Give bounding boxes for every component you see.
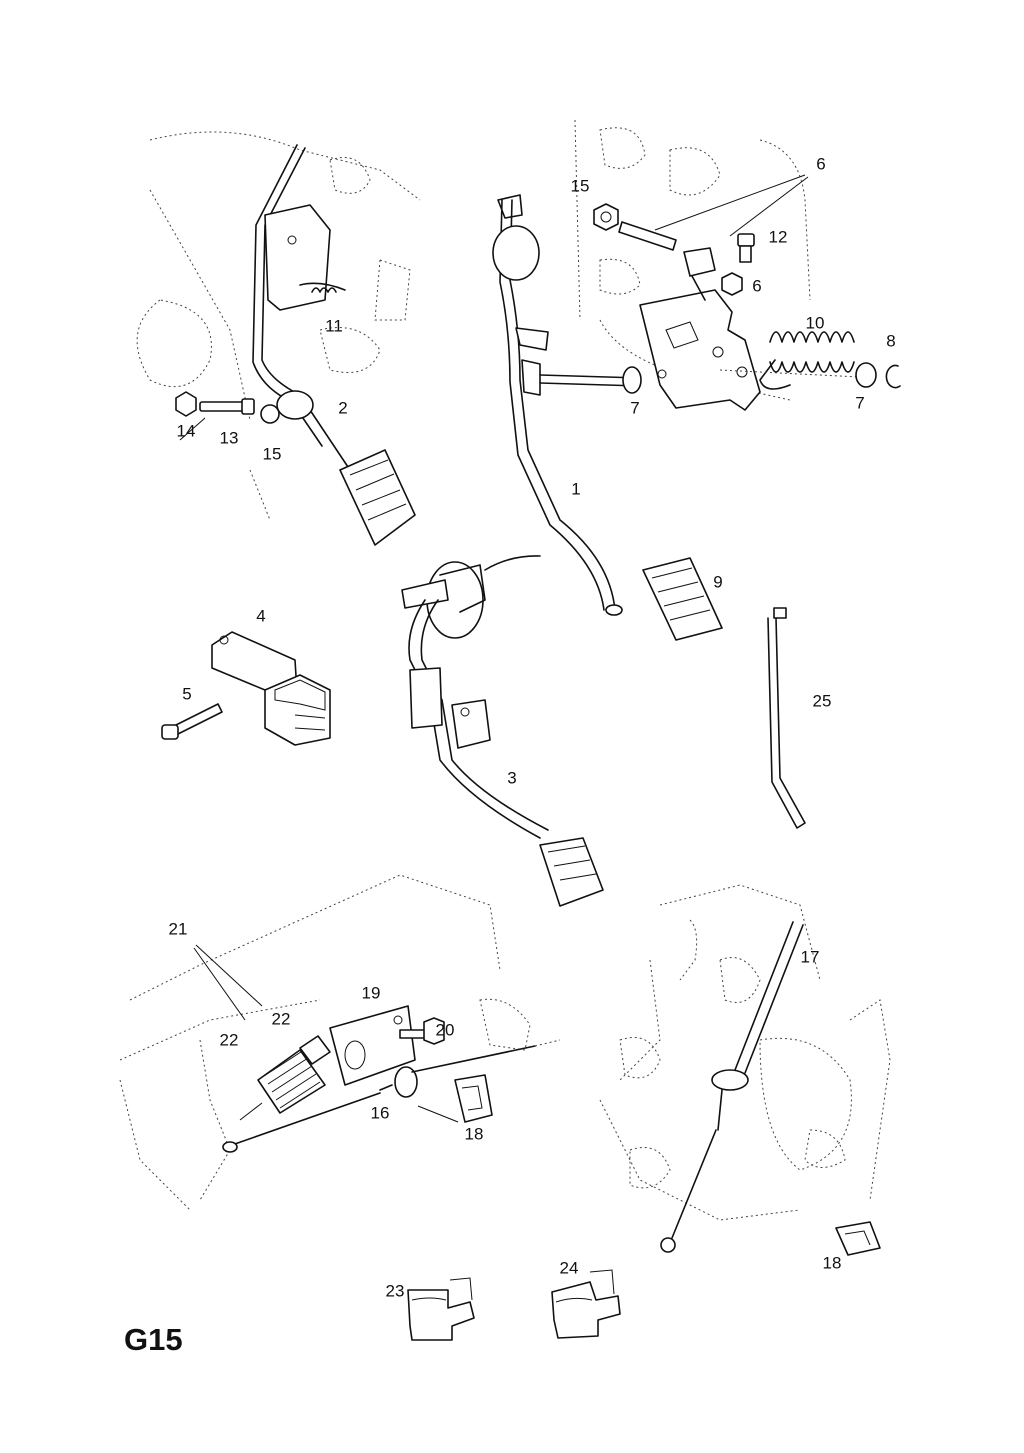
pedal-pad-9 bbox=[642, 557, 723, 641]
callout-15-left: 15 bbox=[262, 444, 282, 464]
callout-15-top: 15 bbox=[570, 176, 590, 196]
callout-8: 8 bbox=[886, 331, 896, 351]
assembly-top-right bbox=[492, 119, 901, 616]
assembly-bottom-left bbox=[119, 874, 561, 1211]
callout-21: 21 bbox=[168, 919, 188, 939]
callout-18-right: 18 bbox=[822, 1253, 842, 1273]
assembly-bottom-right bbox=[599, 884, 891, 1256]
callout-7-left: 7 bbox=[630, 398, 640, 418]
callout-13: 13 bbox=[219, 428, 239, 448]
callout-17: 17 bbox=[800, 947, 820, 967]
callout-16: 16 bbox=[370, 1103, 390, 1123]
leader-lines bbox=[179, 417, 459, 1123]
callout-1: 1 bbox=[571, 479, 581, 499]
clip-24 bbox=[551, 1269, 621, 1339]
callout-11: 11 bbox=[325, 316, 343, 336]
callout-9: 9 bbox=[713, 572, 723, 592]
callout-5: 5 bbox=[182, 684, 192, 704]
sheet-code: G15 bbox=[124, 1322, 183, 1357]
callout-6-top: 6 bbox=[816, 154, 826, 174]
callout-22-left: 22 bbox=[219, 1030, 239, 1050]
callout-22-right: 22 bbox=[271, 1009, 291, 1029]
callout-10: 10 bbox=[805, 313, 825, 333]
cable-tie-25 bbox=[767, 607, 806, 829]
pedal-assembly-3 bbox=[401, 555, 604, 907]
switch-4 bbox=[161, 631, 331, 746]
callout-4: 4 bbox=[256, 606, 266, 626]
clip-23 bbox=[407, 1277, 475, 1341]
callout-12: 12 bbox=[768, 227, 788, 247]
callout-14: 14 bbox=[176, 421, 196, 441]
callout-19: 19 bbox=[361, 983, 381, 1003]
callout-6-nut: 6 bbox=[752, 276, 762, 296]
callout-20: 20 bbox=[435, 1020, 455, 1040]
callout-18-left: 18 bbox=[464, 1124, 484, 1144]
callout-25: 25 bbox=[812, 691, 832, 711]
callout-23: 23 bbox=[385, 1281, 405, 1301]
callout-7-right: 7 bbox=[855, 393, 865, 413]
callout-24: 24 bbox=[559, 1258, 579, 1278]
callout-3: 3 bbox=[507, 768, 517, 788]
callout-2: 2 bbox=[338, 398, 348, 418]
assembly-top-left bbox=[136, 131, 421, 546]
